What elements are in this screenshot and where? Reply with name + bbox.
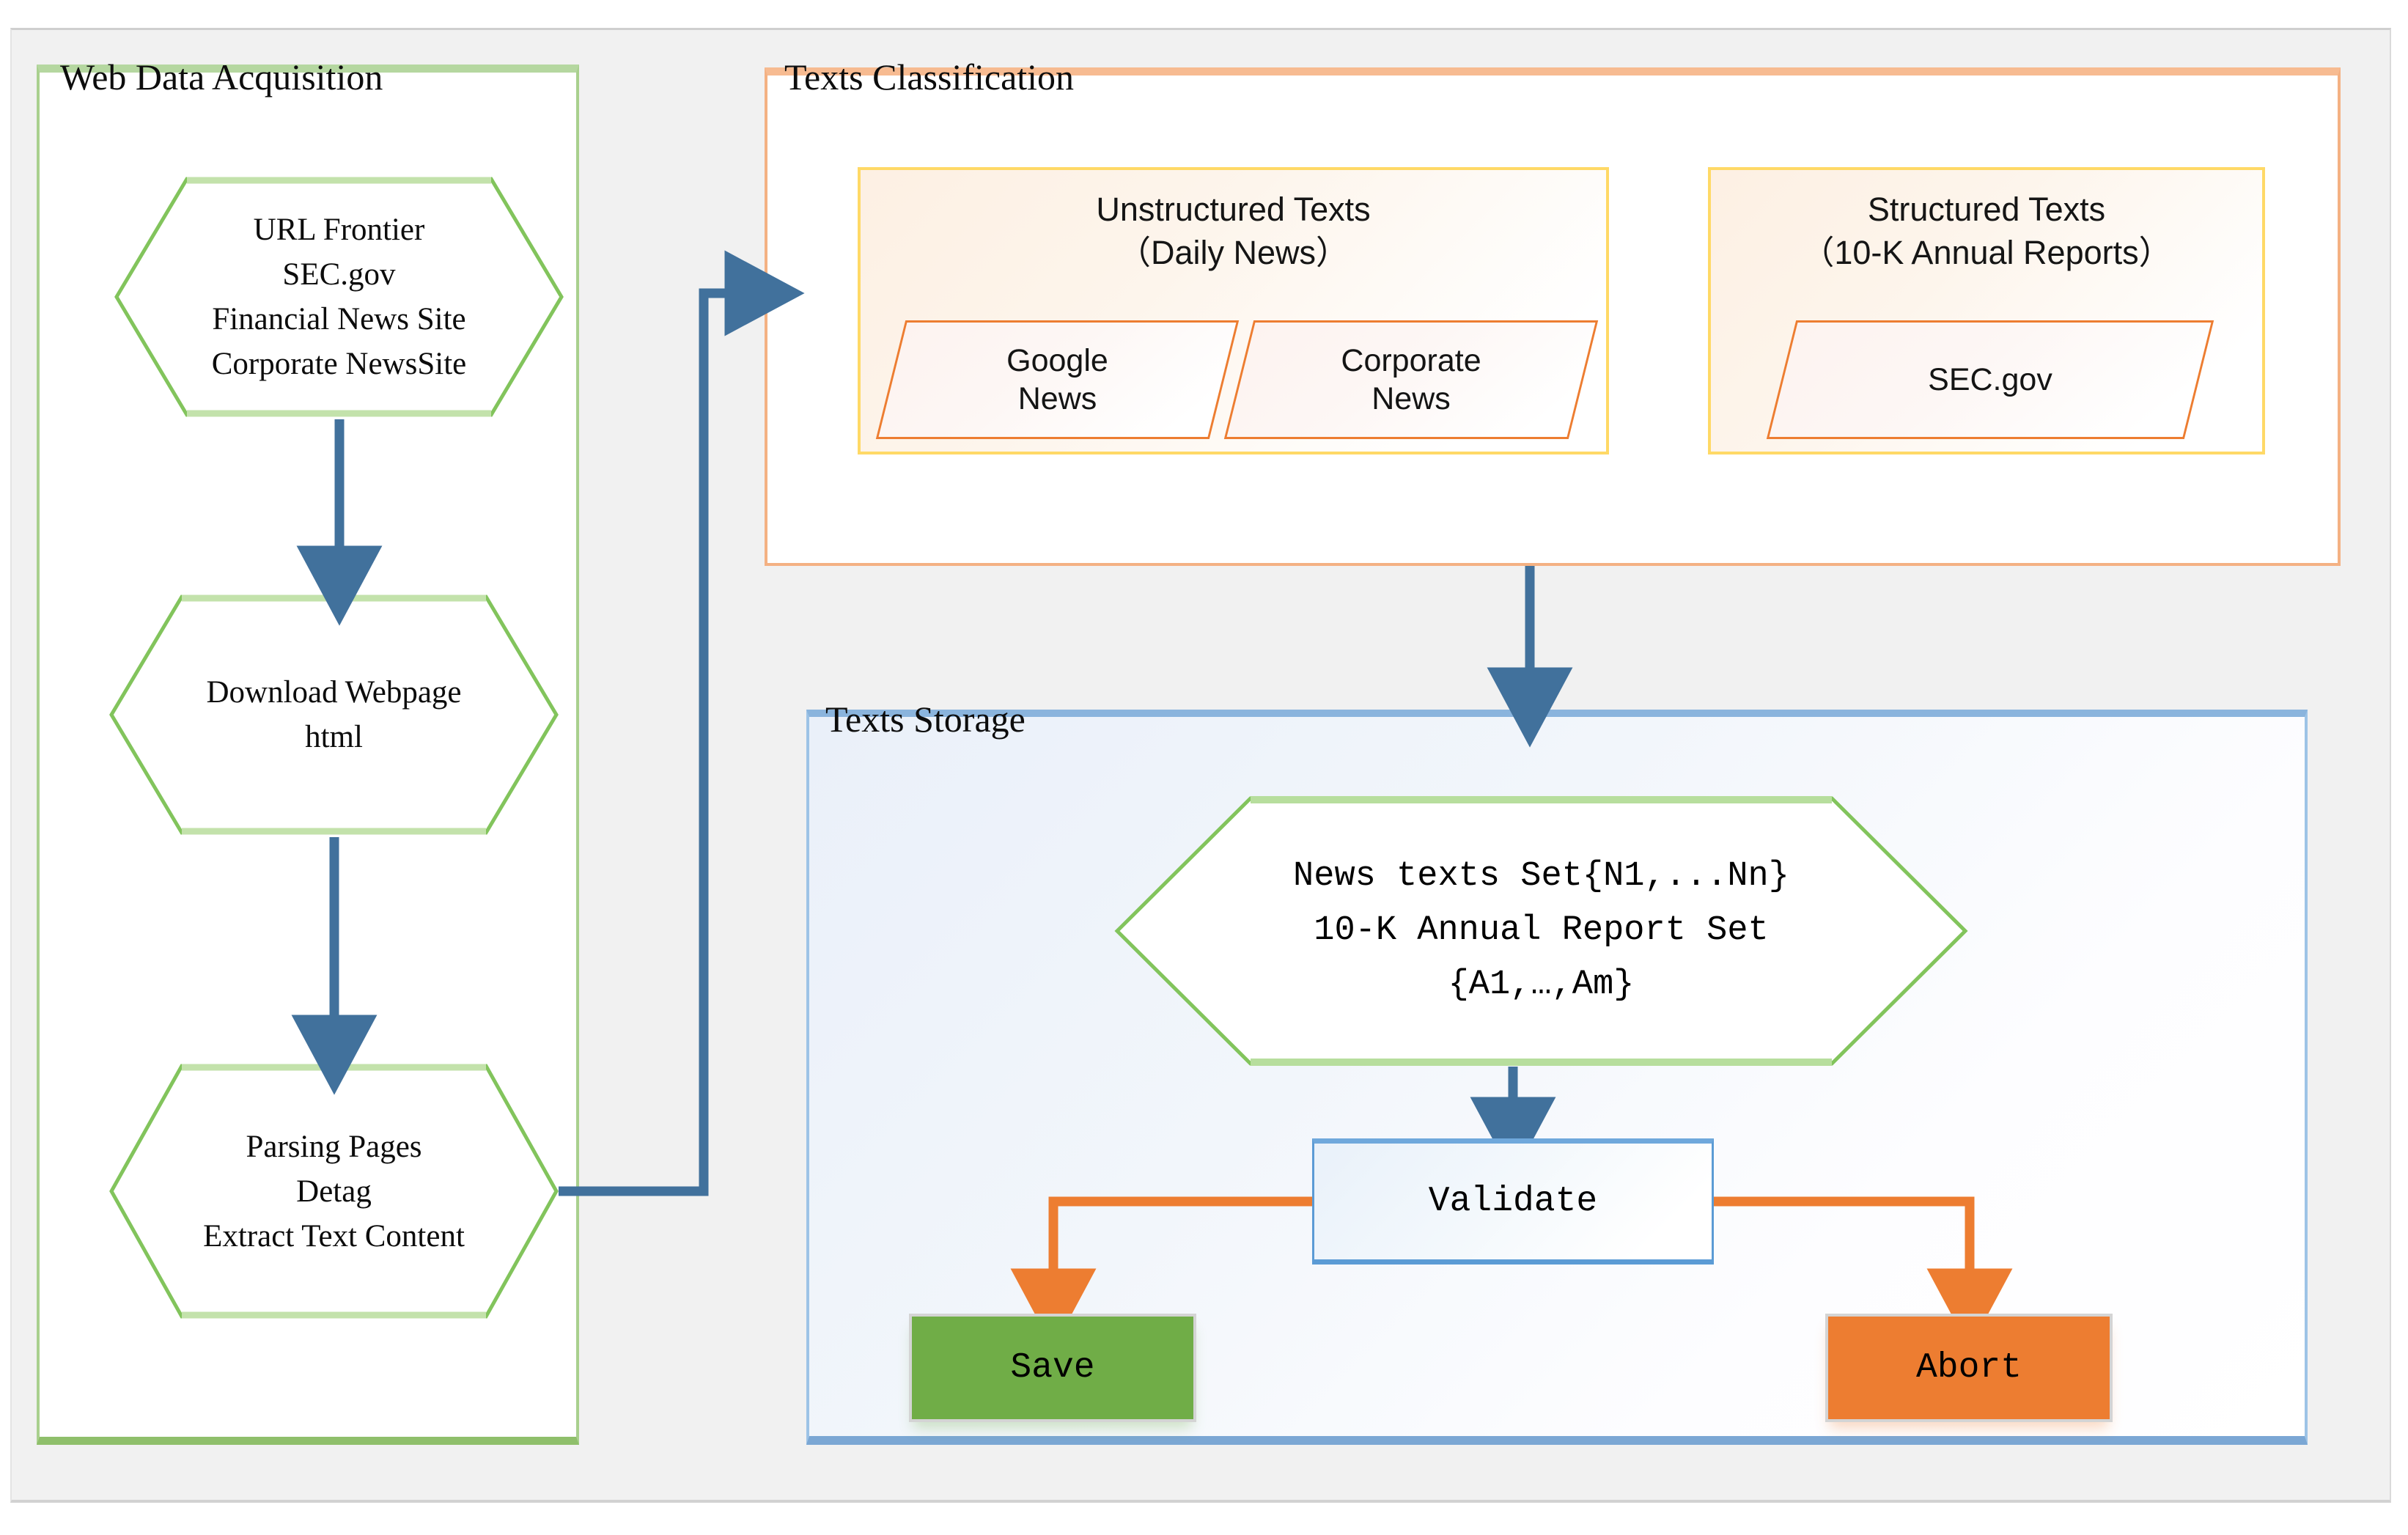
node-validate-label: Validate — [1428, 1182, 1598, 1221]
label-line: URL Frontier — [253, 213, 425, 247]
card-title-line: （10-K Annual Reports） — [1801, 234, 2172, 271]
node-abort-label: Abort — [1915, 1348, 2022, 1388]
label-line: Corporate — [1341, 343, 1481, 378]
node-validate[interactable]: Validate — [1312, 1138, 1714, 1265]
node-parsing-pages[interactable]: Parsing Pages Detag Extract Text Content — [108, 1063, 559, 1319]
node-download-webpage-label: Download Webpage html — [206, 670, 461, 759]
node-texts-dataset[interactable]: News texts Set{N1,...Nn} 10-K Annual Rep… — [1114, 795, 1968, 1067]
card-title-line: Structured Texts — [1867, 191, 2106, 228]
label-line: Extract Text Content — [203, 1218, 465, 1254]
label-line: News texts Set{N1,...Nn} — [1293, 857, 1789, 896]
label-line: Financial News Site — [212, 302, 466, 336]
label-line: html — [305, 720, 363, 754]
source-corporate-news[interactable]: Corporate News — [1223, 320, 1599, 439]
source-corporate-news-label: Corporate News — [1241, 323, 1581, 437]
node-abort[interactable]: Abort — [1825, 1314, 2113, 1422]
node-download-webpage[interactable]: Download Webpage html — [108, 594, 559, 836]
source-google-news[interactable]: Google News — [875, 320, 1240, 439]
label-line: SEC.gov — [1928, 362, 2052, 397]
hexagon-shape — [1114, 796, 1968, 1066]
source-sec-gov-label: SEC.gov — [1783, 323, 2197, 437]
node-url-frontier-label: URL Frontier SEC.gov Financial News Site… — [212, 207, 467, 386]
node-texts-dataset-label: News texts Set{N1,...Nn} 10-K Annual Rep… — [1293, 850, 1789, 1012]
label-line: Google — [1006, 343, 1108, 378]
source-sec-gov[interactable]: SEC.gov — [1766, 320, 2214, 439]
group-title-texts-storage: Texts Storage — [825, 699, 1026, 740]
node-save-label: Save — [1010, 1348, 1095, 1388]
node-url-frontier[interactable]: URL Frontier SEC.gov Financial News Site… — [114, 176, 564, 418]
group-title-web-data-acquisition: Web Data Acquisition — [60, 56, 383, 97]
group-title-texts-classification: Texts Classification — [784, 56, 1075, 97]
label-line: News — [1371, 381, 1451, 416]
node-parsing-pages-label: Parsing Pages Detag Extract Text Content — [203, 1124, 465, 1259]
label-line: Download Webpage — [206, 675, 462, 710]
card-structured-title: Structured Texts （10-K Annual Reports） — [1711, 188, 2262, 274]
card-title-line: Unstructured Texts — [1096, 191, 1371, 228]
card-unstructured-title: Unstructured Texts （Daily News） — [861, 188, 1606, 274]
label-line: Detag — [296, 1174, 372, 1209]
label-line: Parsing Pages — [246, 1129, 422, 1164]
label-line: News — [1017, 381, 1097, 416]
source-google-news-label: Google News — [893, 323, 1222, 437]
card-title-line: （Daily News） — [1117, 234, 1350, 271]
label-line: Corporate NewsSite — [211, 347, 467, 381]
hexagon-shape — [114, 177, 564, 417]
label-line: SEC.gov — [282, 257, 396, 292]
label-line: {A1,…,Am} — [1448, 965, 1635, 1004]
label-line: 10-K Annual Report Set — [1314, 911, 1769, 950]
node-save[interactable]: Save — [909, 1314, 1196, 1422]
